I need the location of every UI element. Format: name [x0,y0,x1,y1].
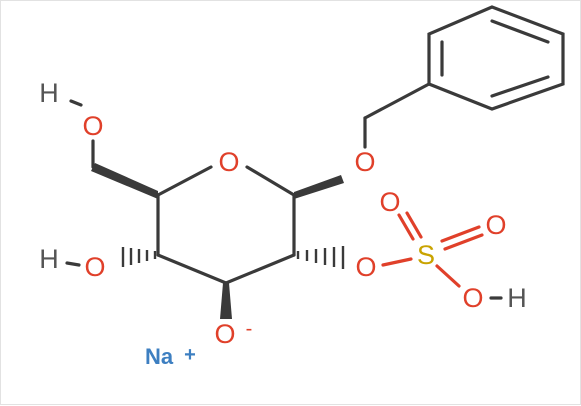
hydroxymethyl-hydrogen-label: H [39,78,59,108]
hash-c2-sulfate-o [296,246,345,269]
bond-ester-o-s [381,257,413,267]
sulfonyl-oxygen-2-label: O [485,210,506,240]
hydroxymethyl-oxygen-label: O [82,111,103,141]
c4-oxygen-label: O [84,252,105,282]
benzene-inner-bond-2 [490,75,550,98]
oxide-oxygen-label: O [214,319,235,349]
bond-o-h-hydroxymethyl [69,99,83,107]
sulfate-ester-oxygen-label: O [355,252,376,282]
bond-c2-c3 [224,253,296,285]
wedge-c3-oxide [220,283,232,319]
wedge-c5-ch2 [91,163,158,199]
hash-c4-oh [121,247,157,267]
wedge-c1-glycosidic-o [294,175,344,199]
bond-s-oh [435,264,461,288]
bond-s-o2-a [440,225,481,243]
bond-c5-ring-o [156,165,213,197]
sulfate-hydroxyl-hydrogen-label: H [507,283,527,313]
bond-o-h-c4 [65,261,81,267]
ring-oxygen-label: O [218,147,239,177]
benzene-ring [427,5,565,111]
benzene-hexagon [427,5,565,111]
bond-s-o1-a [397,213,415,241]
bond-s-o2-b [443,233,484,251]
bond-ring-o-c1 [245,165,296,197]
glycosidic-oxygen-label: O [354,147,375,177]
sulfonyl-oxygen-1-label: O [379,187,400,217]
sulfate-hydroxyl-oxygen-label: O [462,283,483,313]
sulfur-label: S [417,240,435,270]
c4-hydrogen-label: H [39,244,59,274]
bond-s-o1-b [405,211,423,239]
sodium-label: Na [145,344,174,369]
sodium-charge-label: + [184,344,196,366]
benzene-inner-bond-1 [490,19,550,44]
oxide-charge-label: - [246,318,253,340]
bond-c3-c4 [156,253,228,285]
bond-ring-to-ch2 [363,82,431,120]
